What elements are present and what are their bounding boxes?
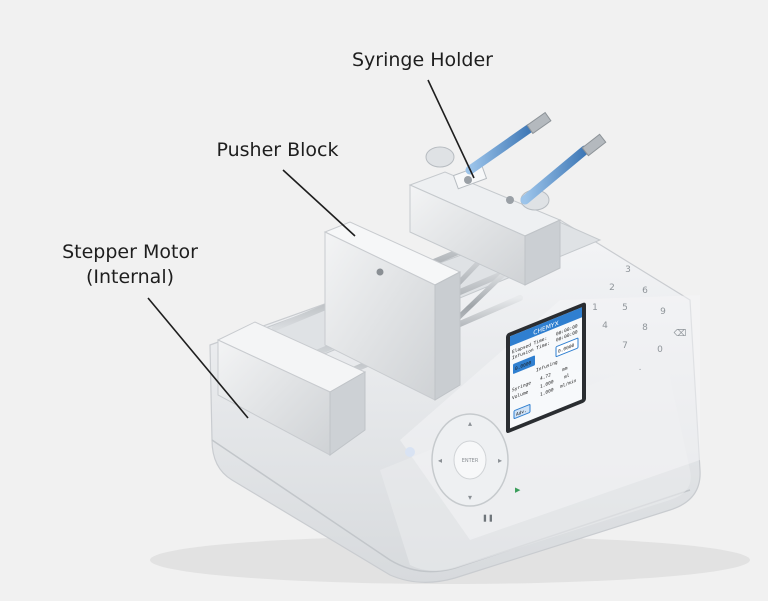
stepper-motor-label: Stepper Motor (Internal) [62, 241, 198, 288]
rate-value: 1.000 [540, 387, 554, 398]
key-9: 9 [660, 307, 666, 317]
key-dot: . [639, 363, 642, 373]
dial-down-arrow: ▾ [468, 493, 472, 502]
key-8: 8 [642, 323, 648, 333]
screen-header-bar [510, 307, 582, 347]
volume-unit: ml [564, 372, 570, 380]
syringe-value: 4.72 [540, 372, 551, 382]
leader-stepper-motor [147, 297, 249, 419]
pause-icon: ❚❚ [482, 514, 494, 522]
run-icon: ▶ [515, 487, 521, 494]
syringe-holder-label: Syringe Holder [352, 49, 493, 71]
key-3: 3 [625, 265, 631, 275]
key-6: 6 [642, 286, 648, 296]
enter-label: ENTER [462, 458, 479, 464]
leader-pusher-block [282, 169, 356, 237]
key-1: 1 [592, 303, 598, 313]
key-0: 0 [657, 345, 663, 355]
key-5: 5 [622, 303, 628, 313]
syringes [465, 111, 607, 205]
motor-housing [216, 321, 367, 456]
numeric-keypad: 1 2 3 4 5 6 7 8 9 . 0 ⌫ [592, 265, 686, 373]
leader-lines [147, 79, 475, 419]
pusher-block [323, 221, 462, 401]
volume-value: 1.000 [540, 379, 554, 390]
key-4: 4 [602, 321, 608, 331]
key-2: 2 [609, 283, 615, 293]
syringe-holder [408, 146, 562, 286]
key-backspace: ⌫ [673, 329, 687, 339]
power-indicator [405, 447, 415, 457]
dial-up-arrow: ▴ [468, 419, 472, 428]
nav-dial: ENTER ▴ ▾ ◂ ▸ ❚❚ ▶ [405, 413, 521, 522]
lcd-screen: CHEMYX Elapsed Time: 00:00:00 Infusion T… [506, 302, 586, 434]
dial-left-arrow: ◂ [438, 456, 442, 465]
pusher-block-label: Pusher Block [216, 139, 339, 161]
adv-button: Adv. [516, 408, 527, 418]
dial-right-arrow: ▸ [498, 456, 502, 465]
leader-syringe-holder [427, 79, 475, 179]
syringe-unit: mm [562, 366, 568, 373]
key-7: 7 [622, 341, 628, 351]
